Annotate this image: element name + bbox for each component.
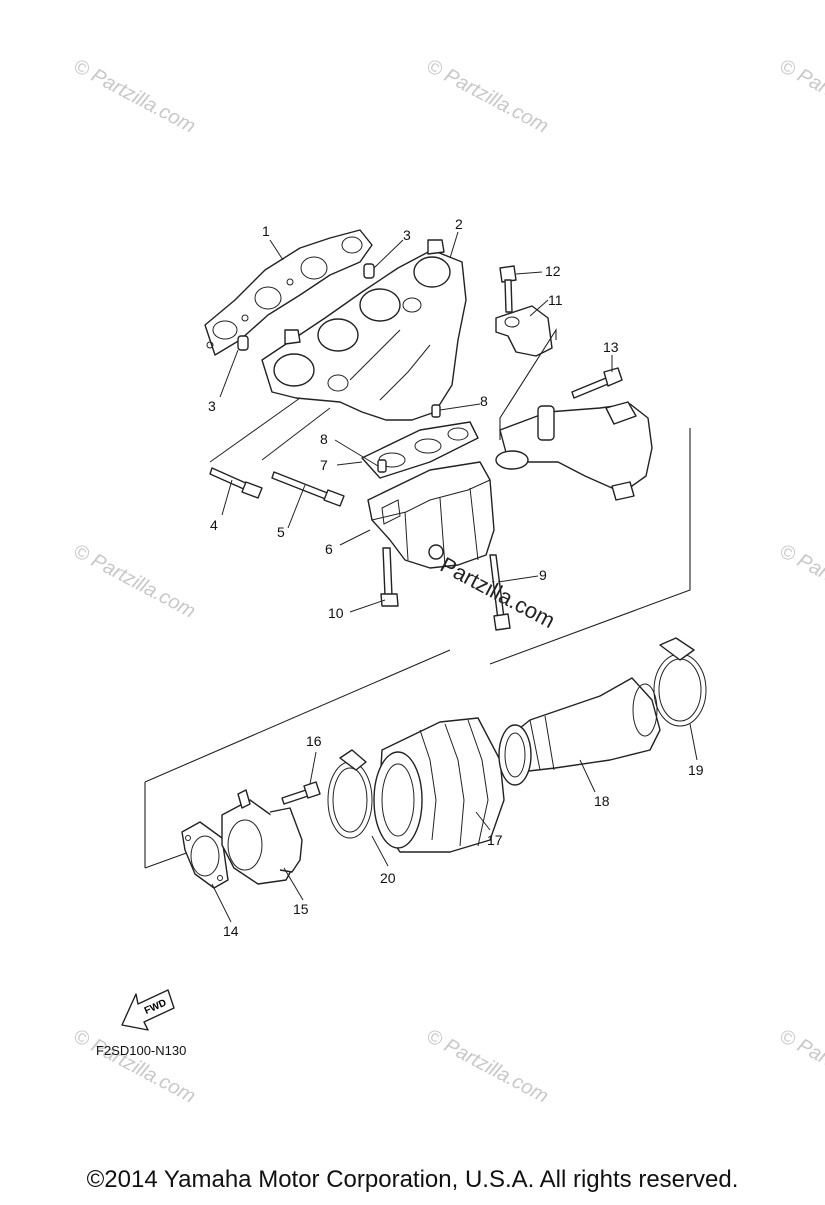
callout-16[interactable]: 16 bbox=[306, 733, 322, 749]
rubber-hose-part[interactable] bbox=[373, 717, 505, 853]
dowel-pin-part[interactable] bbox=[377, 404, 441, 473]
bolt-part[interactable] bbox=[281, 781, 321, 805]
watermark: © Partzilla.com bbox=[776, 1025, 825, 1108]
flange-gasket-part[interactable] bbox=[181, 821, 229, 889]
callout-18[interactable]: 18 bbox=[594, 793, 610, 809]
bolt-part[interactable] bbox=[380, 547, 399, 607]
callout-2[interactable]: 2 bbox=[455, 216, 463, 232]
hose-clamp-part[interactable] bbox=[327, 749, 373, 839]
callout-20[interactable]: 20 bbox=[380, 870, 396, 886]
watermark: © Partzilla.com bbox=[70, 55, 199, 138]
callout-9[interactable]: 9 bbox=[539, 567, 547, 583]
callout-14[interactable]: 14 bbox=[223, 923, 239, 939]
fwd-arrow-icon: FWD bbox=[121, 989, 175, 1031]
watermark: © Partzilla.com bbox=[70, 1025, 199, 1108]
diagram-code: F2SD100-N130 bbox=[96, 1043, 187, 1058]
callout-8[interactable]: 8 bbox=[480, 393, 488, 409]
hose-clamp-part[interactable] bbox=[653, 637, 707, 727]
callout-10[interactable]: 10 bbox=[328, 605, 344, 621]
callout-5[interactable]: 5 bbox=[277, 524, 285, 540]
leader-lines bbox=[211, 231, 698, 923]
callout-3[interactable]: 3 bbox=[208, 398, 216, 414]
group-frame bbox=[144, 328, 691, 869]
callout-1[interactable]: 1 bbox=[262, 223, 270, 239]
watermark: © Partzilla.com bbox=[70, 540, 199, 623]
stud-bolt-part[interactable] bbox=[489, 554, 511, 631]
callout-7[interactable]: 7 bbox=[320, 457, 328, 473]
callout-4[interactable]: 4 bbox=[210, 517, 218, 533]
bolt-part[interactable] bbox=[571, 367, 623, 399]
watermark: © Partzilla.com bbox=[423, 1025, 552, 1108]
callout-6[interactable]: 6 bbox=[325, 541, 333, 557]
callout-13[interactable]: 13 bbox=[603, 339, 619, 355]
bolt-part[interactable] bbox=[209, 467, 263, 499]
callout-17[interactable]: 17 bbox=[487, 832, 503, 848]
exhaust-gasket-part[interactable] bbox=[204, 229, 373, 356]
watermark: © Partzilla.com bbox=[776, 540, 825, 623]
copyright-footer: ©2014 Yamaha Motor Corporation, U.S.A. A… bbox=[86, 1166, 739, 1193]
gasket-part[interactable] bbox=[361, 421, 479, 479]
long-bolt-part[interactable] bbox=[271, 471, 345, 507]
callout-15[interactable]: 15 bbox=[293, 901, 309, 917]
callout-19[interactable]: 19 bbox=[688, 762, 704, 778]
watermark: © Partzilla.com bbox=[776, 55, 825, 138]
exhaust-pipe-part[interactable] bbox=[495, 401, 653, 501]
callout-12[interactable]: 12 bbox=[545, 263, 561, 279]
callout-11[interactable]: 11 bbox=[548, 292, 563, 308]
exhaust-manifold-part[interactable] bbox=[261, 239, 467, 421]
bolt-part[interactable] bbox=[499, 265, 517, 313]
joint-part[interactable] bbox=[221, 789, 303, 885]
callout-3[interactable]: 3 bbox=[403, 227, 411, 243]
exhaust-pipe-part[interactable] bbox=[498, 677, 661, 786]
watermark: © Partzilla.com bbox=[423, 55, 552, 138]
callout-labels: 1 2 3 3 4 5 6 7 8 8 9 10 11 12 13 14 15 … bbox=[208, 216, 704, 939]
dowel-pin-part[interactable] bbox=[237, 263, 375, 351]
callout-8[interactable]: 8 bbox=[320, 431, 328, 447]
exhaust-chamber-part[interactable] bbox=[367, 461, 495, 569]
